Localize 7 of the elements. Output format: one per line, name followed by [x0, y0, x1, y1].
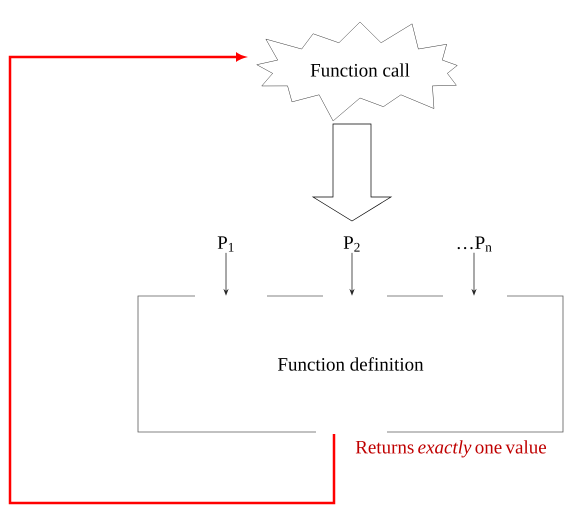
parameter-label: …P$_{n}$	[458, 236, 492, 252]
edge-label: Returns exactly one value	[356, 440, 546, 458]
parameter-label: P$_{2}$	[344, 236, 360, 252]
function-box: Function definition	[138, 296, 564, 432]
parameter-label: P$_{1}$	[218, 236, 234, 252]
return-arrow	[8, 53, 336, 504]
block-arrow	[312, 124, 392, 222]
